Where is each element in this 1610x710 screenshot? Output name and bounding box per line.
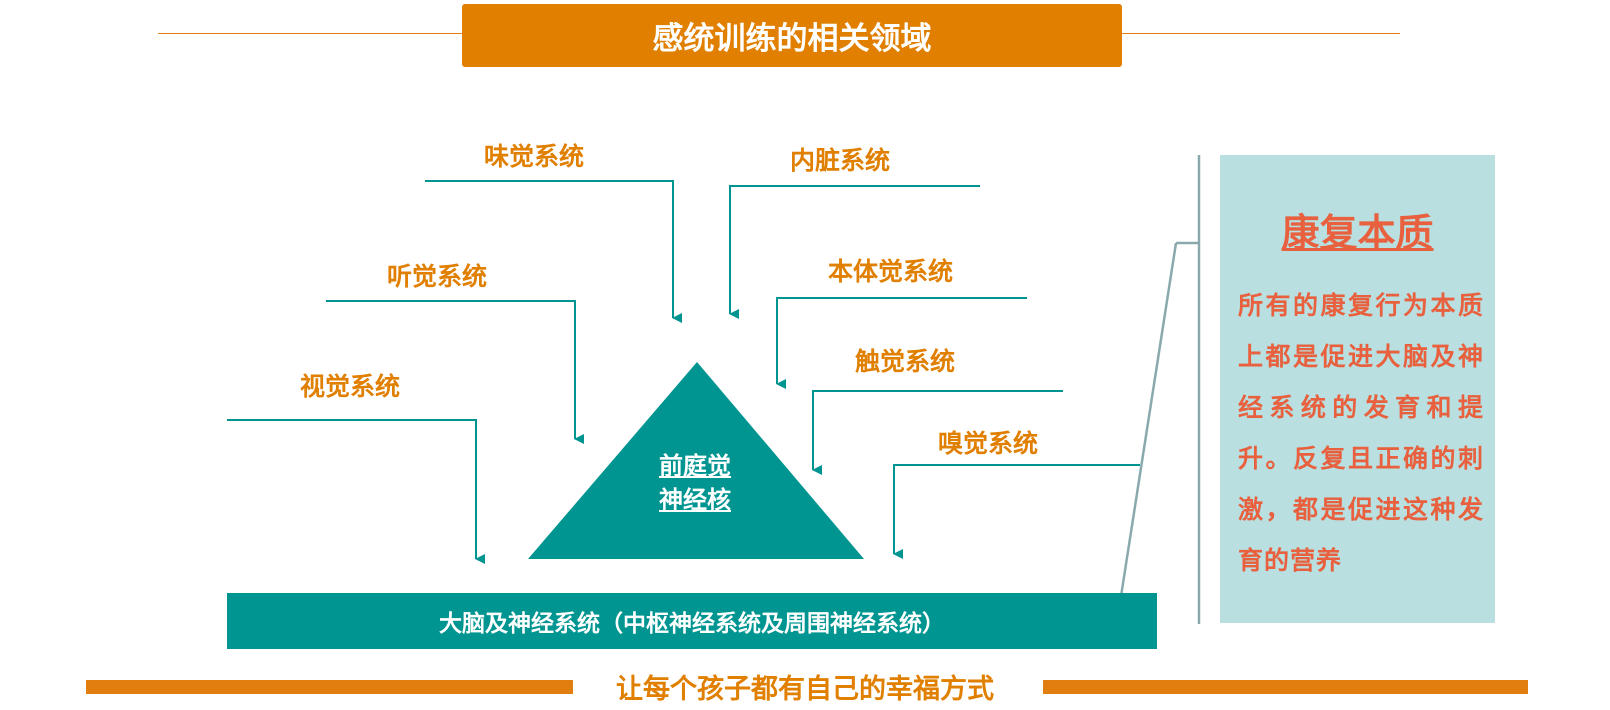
taste-connector — [425, 180, 682, 323]
bracket-diagonal — [1115, 242, 1178, 623]
touch-connector — [812, 390, 1063, 475]
smell-connector — [893, 464, 1140, 559]
page-title: 感统训练的相关领域 — [462, 4, 1122, 67]
footer-bar-right — [1043, 680, 1528, 694]
rehab-body: 所有的康复行为本质上都是促进大脑及神经系统的发育和提升。反复且正确的刺激，都是促… — [1238, 291, 1484, 575]
rehab-title: 康复本质 — [1281, 211, 1434, 255]
vision-system-label: 视觉系统 — [300, 372, 401, 401]
page-title-text: 感统训练的相关领域 — [652, 21, 932, 57]
proprioception-connector — [776, 297, 1027, 389]
title-rule-right — [1122, 33, 1400, 34]
core-label-line2: 神经核 — [659, 486, 731, 514]
smell-system-label: 嗅觉系统 — [938, 429, 1039, 458]
core-label-line1: 前庭觉 — [659, 452, 731, 480]
brain-nervous-system-bar: 大脑及神经系统（中枢神经系统及周围神经系统） — [227, 593, 1157, 649]
visceral-system-label: 内脏系统 — [790, 146, 891, 175]
footer-slogan: 让每个孩子都有自己的幸福方式 — [616, 674, 994, 705]
hearing-connector — [326, 300, 584, 444]
hearing-system-label: 听觉系统 — [387, 262, 488, 291]
proprioception-system-label: 本体觉系统 — [828, 257, 954, 286]
taste-system-label: 味觉系统 — [484, 142, 585, 171]
touch-system-label: 触觉系统 — [855, 347, 956, 376]
vision-connector — [227, 419, 485, 564]
footer-bar-left — [86, 680, 573, 694]
brain-bar-label: 大脑及神经系统（中枢神经系统及周围神经系统） — [439, 611, 945, 637]
vestibular-core-triangle — [528, 362, 864, 559]
title-rule-left — [158, 33, 462, 34]
vestibular-core-label: 前庭觉 神经核 — [640, 449, 750, 517]
visceral-connector — [729, 185, 980, 319]
rehab-essence-box: 康复本质 所有的康复行为本质上都是促进大脑及神经系统的发育和提升。反复且正确的刺… — [1220, 155, 1495, 623]
